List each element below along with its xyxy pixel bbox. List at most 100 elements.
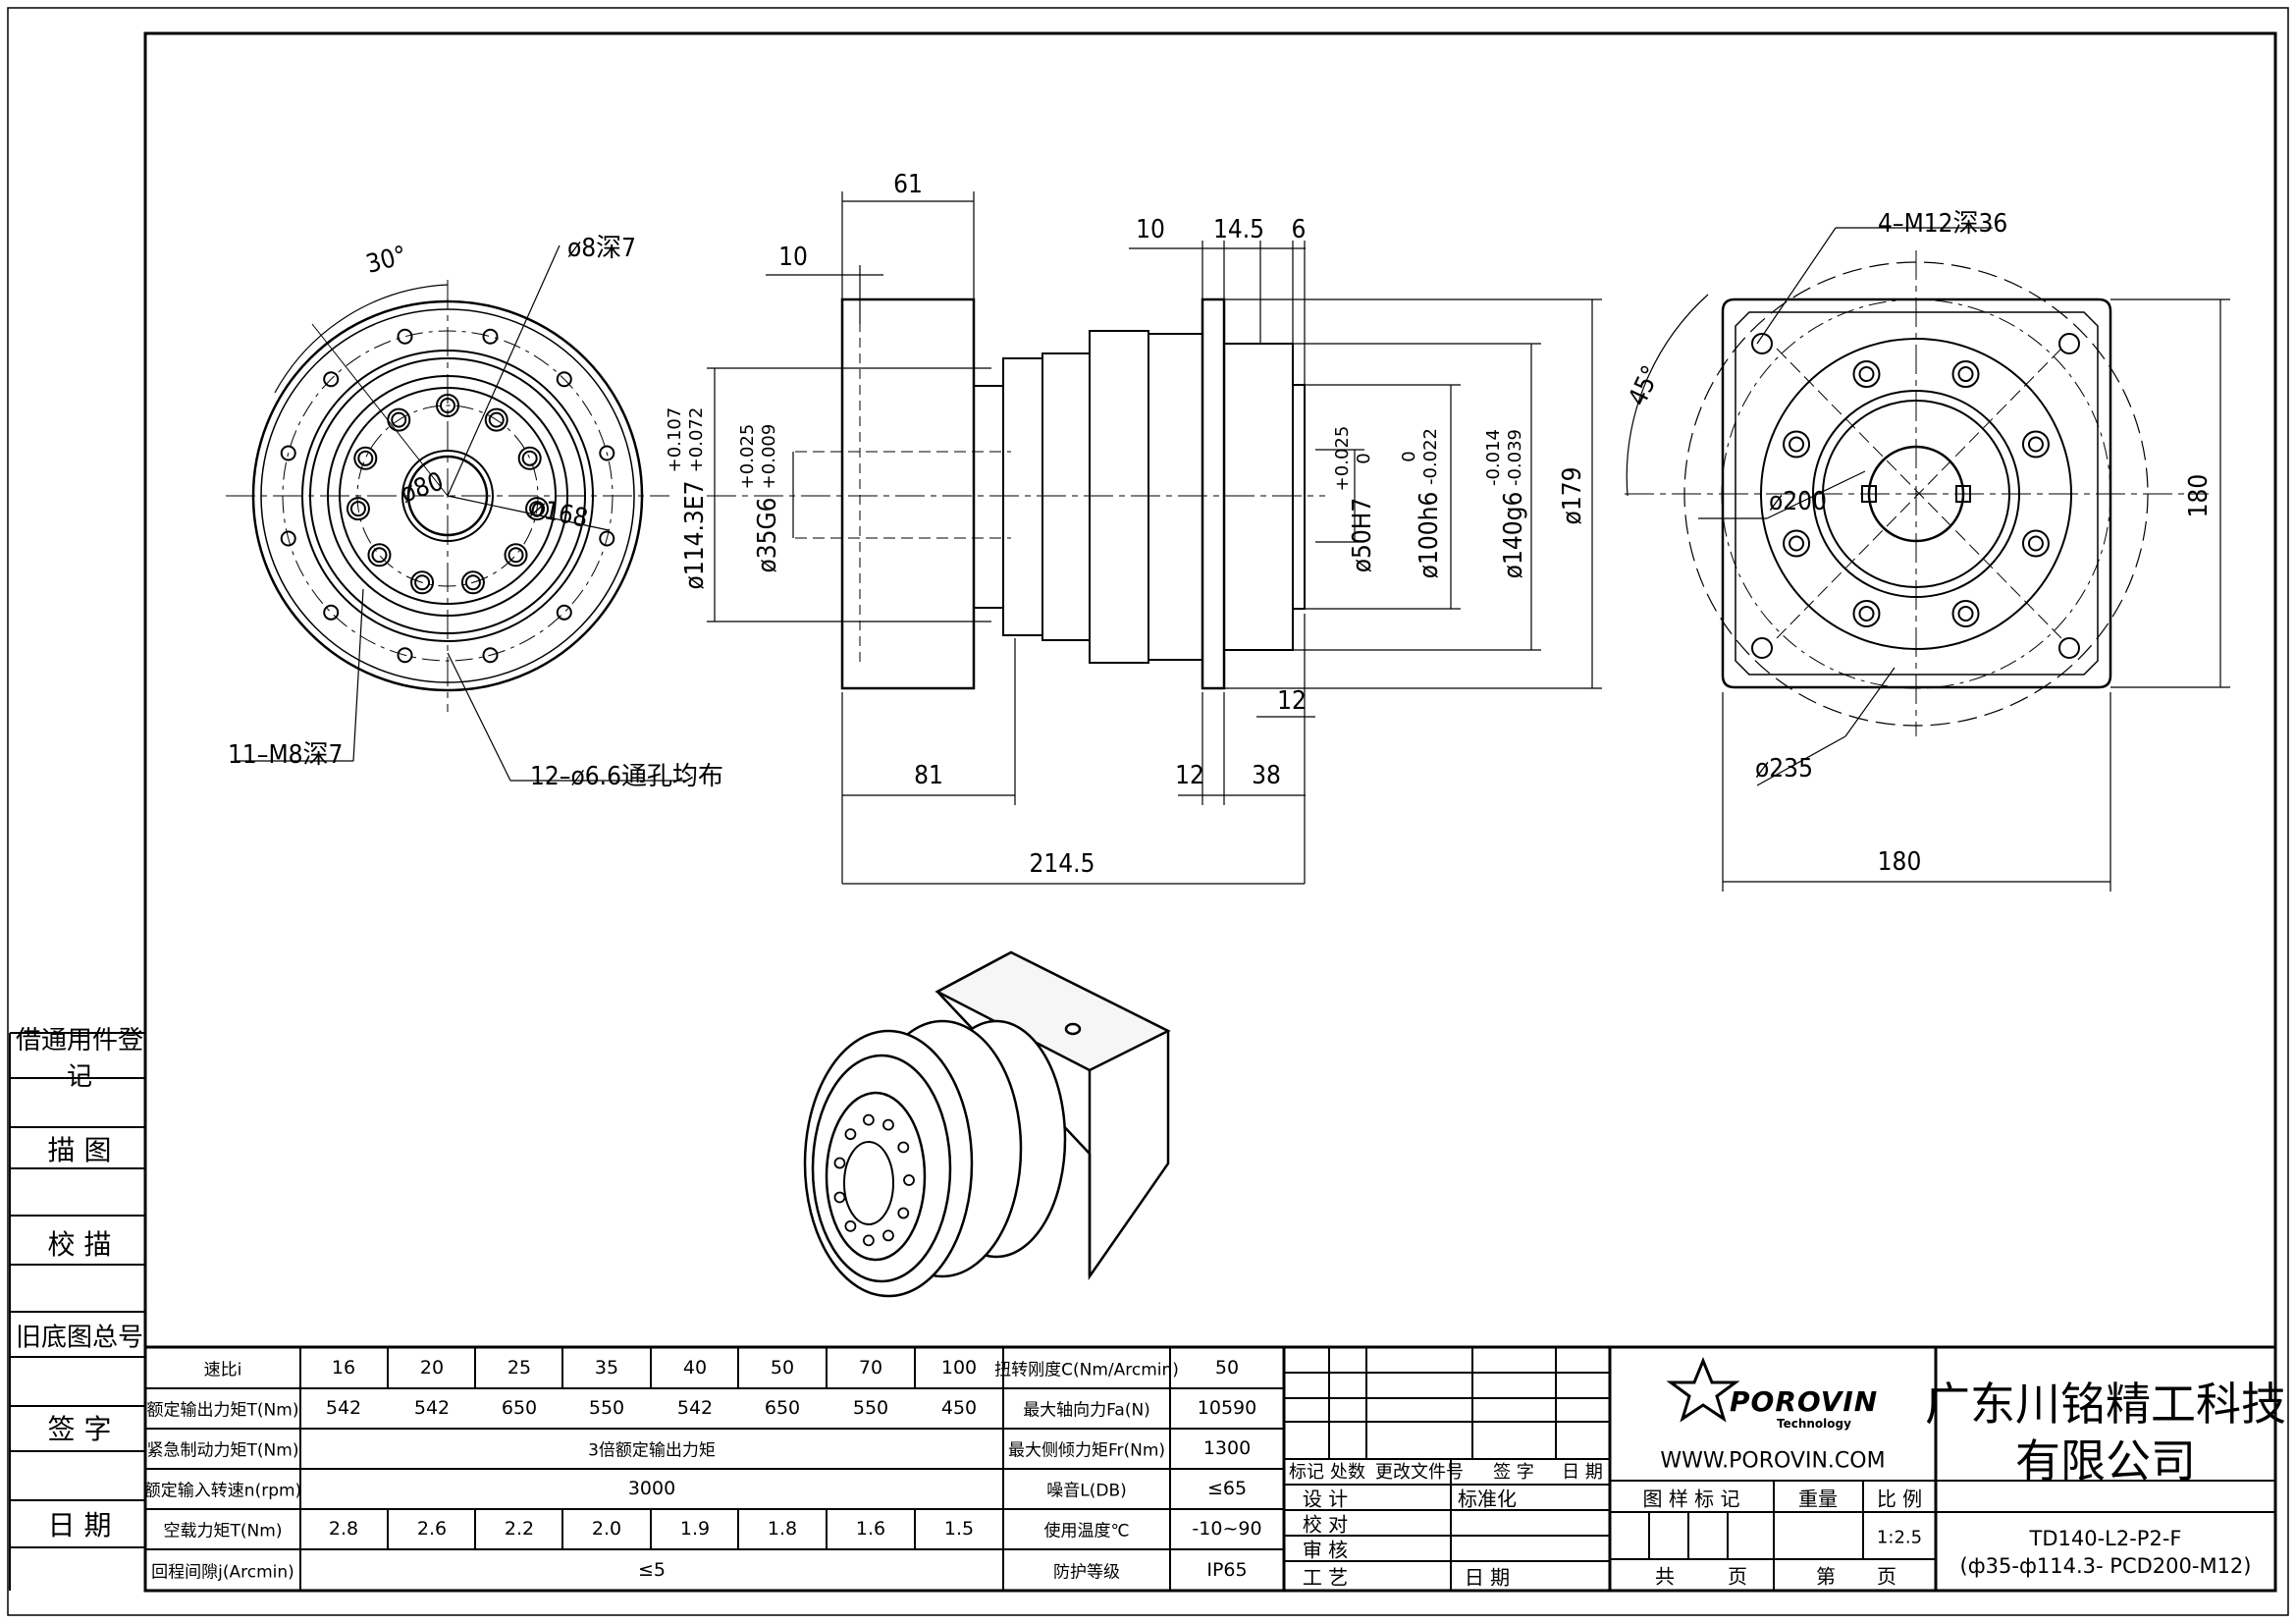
prop-value-axial-force: 10590: [1197, 1397, 1257, 1419]
dim-38: 38: [1252, 761, 1281, 790]
prop-value-noise: ≤65: [1206, 1478, 1248, 1499]
tapped-hole: [410, 570, 435, 595]
front-through-holes-label: 12–ø6.6通孔均布: [530, 762, 723, 791]
mount-hole: [1783, 529, 1811, 558]
dim-10-right: 10: [1136, 215, 1165, 244]
mount-hole-core: [1789, 436, 1805, 453]
mount-hole: [1783, 430, 1811, 459]
prop-value-tilt-moment: 1300: [1202, 1437, 1252, 1459]
corner-hole: [1751, 637, 1773, 659]
side-label-sign: 签 字: [47, 1413, 112, 1445]
dia-35-label: ø35G6: [753, 497, 782, 573]
tapped-hole: [353, 446, 378, 470]
company-name-line2: 有限公司: [2015, 1434, 2196, 1488]
tapped-hole: [504, 543, 528, 568]
tapped-hole-core: [357, 450, 374, 466]
dim-214-5: 214.5: [1029, 849, 1095, 879]
sheet-unit: 页: [1877, 1564, 1896, 1589]
noload-torque-cell: 2.2: [504, 1518, 535, 1540]
rev-header-sign: 签 字: [1493, 1462, 1534, 1483]
tapped-hole-core: [440, 398, 455, 413]
dim-81: 81: [914, 761, 943, 790]
ratio-cell: 20: [419, 1357, 445, 1379]
flange-hole: [397, 647, 413, 664]
flange-hole: [556, 371, 572, 388]
tapped-hole-core: [488, 411, 505, 428]
ratio-cell: 16: [331, 1357, 356, 1379]
rated-torque-cell: 650: [501, 1397, 538, 1419]
prop-label-temperature: 使用温度℃: [1043, 1521, 1130, 1542]
mount-hole: [1951, 360, 1980, 389]
tapped-hole-core: [371, 547, 388, 564]
prop-value-stiffness: 50: [1214, 1357, 1240, 1379]
side-view: [707, 191, 1602, 885]
ratio-cell: 25: [507, 1357, 532, 1379]
mount-hole-core: [1957, 605, 1974, 622]
iso-hole: [882, 1229, 894, 1242]
iso-hole: [833, 1157, 846, 1169]
side-label-date: 日 期: [47, 1509, 112, 1542]
dim-14-5: 14.5: [1212, 215, 1265, 244]
rated-torque-cell: 450: [940, 1397, 978, 1419]
input-speed-value: 3000: [627, 1478, 676, 1499]
side-label-register: 借通用件登记: [15, 1026, 143, 1092]
prop-value-protection: IP65: [1206, 1559, 1248, 1581]
noload-torque-cell: 2.0: [591, 1518, 622, 1540]
dia-100-label: ø100h6: [1415, 491, 1444, 579]
mount-hole: [2021, 529, 2050, 558]
dia-114-label: ø114.3E7: [680, 480, 710, 590]
prop-value-temperature: -10~90: [1192, 1518, 1262, 1540]
prop-label-axial-force: 最大轴向力Fa(N): [1023, 1400, 1150, 1421]
row-label-noload-torque: 空载力矩T(Nm): [163, 1521, 283, 1542]
tol-114-lower: +0.072: [686, 406, 707, 473]
rev-header-date: 日 期: [1562, 1462, 1603, 1483]
front-view: [226, 244, 687, 782]
tol-140-lower: -0.039: [1505, 428, 1525, 487]
mount-hole: [1852, 599, 1881, 627]
row-label-rated-torque: 额定输出力矩T(Nm): [146, 1400, 299, 1421]
tapped-hole-core: [521, 450, 538, 466]
tapped-hole: [484, 407, 508, 432]
tol-35-lower: +0.009: [759, 423, 779, 490]
rated-torque-cell: 650: [764, 1397, 801, 1419]
row-label-emergency-torque: 紧急制动力矩T(Nm): [146, 1440, 299, 1461]
corner-hole: [1751, 333, 1773, 354]
corner-hole: [2058, 637, 2080, 659]
noload-torque-cell: 1.8: [767, 1518, 798, 1540]
noload-torque-cell: 1.6: [855, 1518, 886, 1540]
ratio-cell: 50: [770, 1357, 795, 1379]
flange-hole: [482, 328, 499, 345]
front-view-holes: [280, 328, 615, 664]
drawing-mark-label: 图 样 标 记: [1642, 1487, 1740, 1511]
mount-hole-core: [2027, 535, 2044, 552]
iso-hole: [844, 1128, 857, 1141]
rated-torque-cell: 542: [413, 1397, 451, 1419]
role-review: 审 核: [1302, 1538, 1349, 1562]
scale-label: 比 例: [1876, 1487, 1923, 1511]
rev-header-mark: 标记: [1289, 1462, 1324, 1483]
iso-hole: [833, 1191, 846, 1204]
prop-label-tilt-moment: 最大侧倾力矩Fr(Nm): [1007, 1440, 1166, 1461]
iso-hole: [844, 1219, 857, 1232]
dia-140-label: ø140g6: [1499, 491, 1528, 579]
rear-width-label: 180: [1877, 847, 1922, 877]
iso-hole: [897, 1207, 910, 1219]
flange-hole: [482, 647, 499, 664]
tol-100-lower: -0.022: [1420, 427, 1441, 486]
mount-hole-core: [1858, 366, 1875, 383]
flange-hole: [280, 530, 296, 547]
prop-label-protection: 防护等级: [1053, 1562, 1120, 1583]
dia-50-label: ø50H7: [1348, 497, 1377, 573]
rear-height-label: 180: [2184, 473, 2214, 518]
porovin-star-logo: [1666, 1357, 1740, 1423]
tapped-hole: [387, 407, 411, 432]
dim-12-right: 12: [1277, 686, 1307, 716]
tapped-hole: [346, 497, 370, 521]
rated-torque-cell: 542: [325, 1397, 362, 1419]
iso-hole: [903, 1174, 915, 1186]
row-label-backlash: 回程间隙j(Arcmin): [151, 1562, 294, 1583]
tapped-hole: [525, 497, 550, 521]
iso-hole: [897, 1141, 910, 1154]
tol-35-upper: +0.025: [737, 423, 758, 490]
